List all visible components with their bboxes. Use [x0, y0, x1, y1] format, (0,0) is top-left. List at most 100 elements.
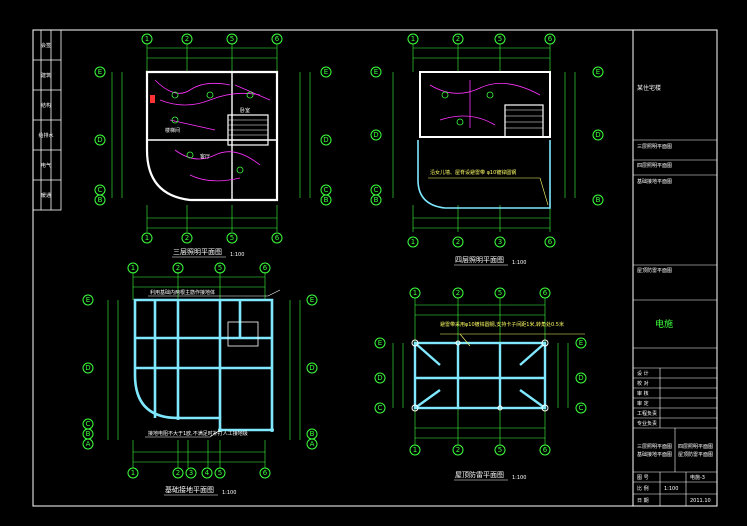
plan-scale: 1:100	[512, 260, 526, 266]
axis-label: 2	[176, 469, 180, 477]
axis-label: 3	[189, 469, 193, 477]
title-row-label: 审 定	[637, 400, 649, 407]
axis-label: C	[86, 420, 91, 428]
strip-label: 结构	[41, 102, 51, 109]
axis-label: 6	[263, 469, 268, 477]
stair-treads	[505, 109, 543, 129]
foundation-grounding-plan[interactable]: 1 2 5 6 1 2 3 4 5 6 E D C B A E D B A	[82, 262, 318, 496]
lighting-wiring	[429, 80, 541, 128]
title-block-list-item: 三层照明平面图	[637, 444, 672, 450]
sheet-frame	[32, 29, 718, 507]
axis-label: D	[323, 136, 328, 144]
axis-label: E	[310, 296, 314, 304]
plan-title: 三层照明平面图	[173, 248, 222, 256]
axis-label: 1	[413, 289, 417, 297]
axis-label: 1	[145, 35, 149, 43]
left-strip-labels: 会签 建筑 结构 给排水 电气 暖通	[38, 42, 53, 199]
title-row-label: 工程负责	[637, 410, 657, 417]
stair-treads	[228, 119, 268, 141]
axis-label: B	[310, 430, 315, 438]
axis-bubbles: 1 2 5 6 1 2 5 6 E D C B E D C B	[94, 33, 332, 244]
plan-scale: 1:100	[230, 252, 244, 258]
axis-label: D	[309, 364, 314, 372]
lamp-symbols	[171, 91, 254, 174]
axis-label: 6	[543, 446, 548, 454]
plan-note: 利用基础内两根主筋作接地体	[150, 289, 215, 296]
sheet-label: 图 号	[637, 475, 649, 481]
axis-label: B	[324, 196, 329, 204]
strip-label: 给排水	[38, 132, 53, 139]
plan-scale: 1:100	[222, 490, 236, 496]
axis-label: E	[579, 339, 583, 347]
date-label: 日 期	[637, 498, 649, 504]
plan-note: 接地电阻不大于1欧,不满足时补打人工接地极	[148, 430, 248, 437]
axis-label: A	[310, 440, 315, 448]
parapet-lightning-belt	[417, 140, 551, 209]
title-row-label: 审 核	[637, 390, 649, 397]
dimension-lines	[392, 298, 569, 445]
plan-title: 基础接地平面图	[165, 485, 214, 494]
axis-label: 1	[411, 238, 415, 246]
axis-label: 2	[456, 238, 460, 246]
dimension-lines	[392, 44, 576, 232]
project-name: 某住宅楼	[637, 84, 661, 92]
axis-label: 6	[275, 234, 280, 242]
axis-label: 6	[263, 264, 268, 272]
title-block-list-item: 基础接地平面图	[637, 451, 672, 458]
axis-label: B	[98, 196, 103, 204]
axis-label: E	[98, 68, 102, 76]
ground-pins	[176, 416, 274, 432]
axis-label: E	[596, 68, 600, 76]
leader-line	[440, 333, 585, 347]
plan-note: 避雷带采用φ10镀锌圆钢,支持卡子间距1米,转角处0.5米	[440, 321, 564, 328]
leader-line	[145, 289, 281, 438]
lamp-symbols	[441, 91, 494, 126]
axis-label: E	[324, 68, 328, 76]
axis-label: 6	[275, 35, 280, 43]
title-block-list-item: 基础接地平面图	[637, 178, 672, 185]
third-floor-plan[interactable]: 1 2 5 6 1 2 5 6 E D C B E D C B	[94, 33, 332, 258]
lighting-wiring	[154, 79, 271, 182]
axis-label: D	[97, 136, 102, 144]
axis-label: 1	[413, 446, 417, 454]
axis-label: 2	[456, 35, 460, 43]
axis-label: 4	[205, 469, 210, 477]
title-row-label: 校 对	[637, 380, 649, 387]
axis-label: 5	[230, 35, 234, 43]
left-sign-strip	[32, 29, 62, 211]
strip-label: 暖通	[41, 192, 51, 199]
axis-label: 2	[176, 264, 180, 272]
walls	[419, 71, 551, 138]
roof-lightning-plan[interactable]: 1 2 5 6 1 2 5 6 E D C E D C	[374, 287, 587, 481]
title-block-text: 某住宅楼 三层照明平面图 四层照明平面图 基础接地平面图 屋顶防雷平面图 电施 …	[637, 84, 713, 504]
axis-label: 5	[498, 35, 502, 43]
axis-label: B	[374, 196, 379, 204]
leader-line	[428, 177, 549, 206]
axis-label: D	[578, 374, 583, 382]
axis-bubbles: 1 2 5 6 1 2 3 6 E D C B E D B	[370, 33, 604, 248]
axis-label: D	[373, 131, 378, 139]
axis-label: E	[378, 339, 382, 347]
axis-label: E	[374, 68, 378, 76]
foundation-outline	[227, 321, 259, 347]
axis-label: 5	[230, 234, 234, 242]
room-label: 楼梯间	[165, 127, 180, 134]
axis-label: 6	[548, 238, 553, 246]
axis-label: 2	[456, 289, 460, 297]
date-value: 2011.10	[690, 498, 711, 504]
axis-label: B	[596, 196, 601, 204]
plan-note: 沿女儿墙、屋脊设避雷带 φ10镀锌圆钢	[430, 169, 516, 176]
axis-label: 5	[218, 264, 222, 272]
axis-label: B	[86, 430, 91, 438]
title-row-label: 专业负责	[637, 420, 657, 427]
axis-label: D	[85, 364, 90, 372]
axis-label: 2	[185, 35, 189, 43]
axis-label: C	[374, 186, 379, 194]
fourth-floor-plan[interactable]: 1 2 5 6 1 2 3 6 E D C B E D B	[370, 33, 604, 266]
axis-label: 1	[131, 469, 135, 477]
plan-title: 屋顶防雷平面图	[455, 470, 504, 479]
plan-scale: 1:100	[512, 475, 526, 481]
axis-label: D	[377, 374, 382, 382]
grounding-grid	[133, 298, 274, 432]
